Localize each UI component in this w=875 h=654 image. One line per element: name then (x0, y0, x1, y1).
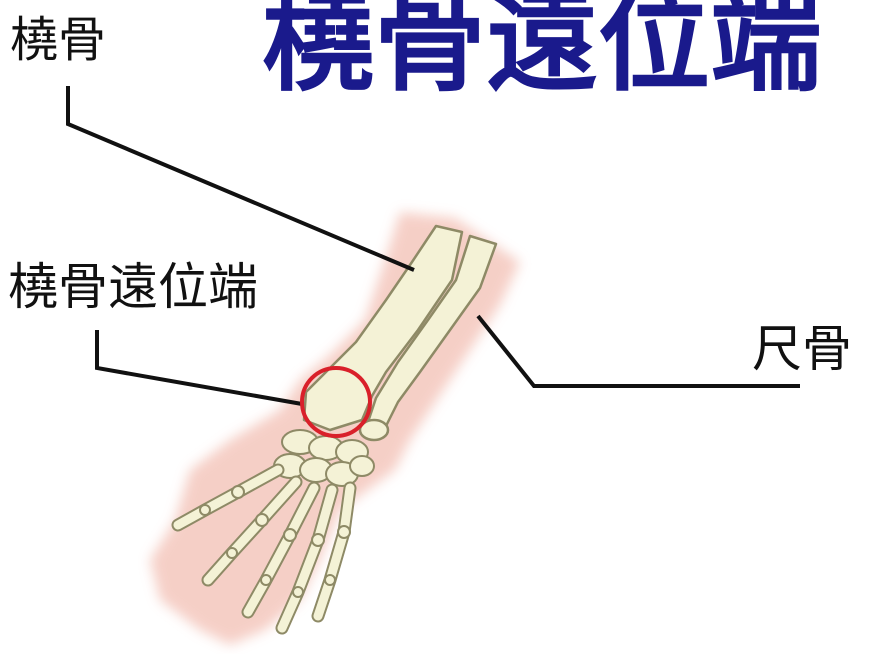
distal-radius-highlight-circle (300, 366, 372, 438)
page-title: 橈骨遠位端 (262, 0, 822, 107)
ulna-leader-line (476, 314, 800, 388)
leader-lines (66, 86, 800, 406)
finger-bones (171, 463, 357, 635)
radius-bone (302, 224, 464, 432)
forearm-bones (302, 224, 498, 442)
distal-radius-label: 橈骨遠位端 (8, 258, 258, 316)
radius-leader-line (66, 86, 415, 272)
ulna-head (358, 418, 390, 442)
radius-label: 橈骨 (10, 12, 107, 68)
ulna-label: 尺骨 (752, 320, 852, 378)
distal-radius-leader-line (95, 330, 303, 406)
